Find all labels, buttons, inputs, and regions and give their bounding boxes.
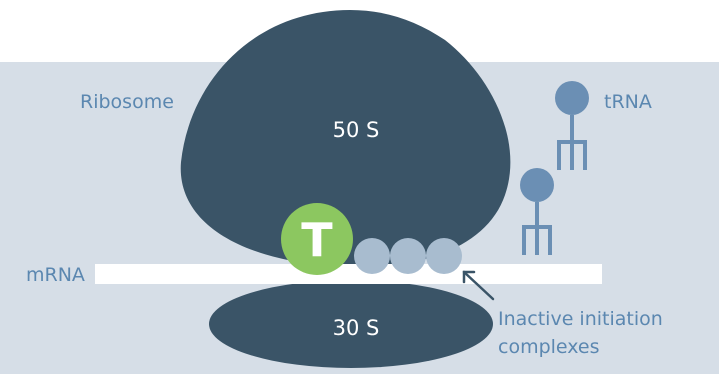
mrna-label: mRNA: [26, 264, 85, 286]
small-subunit: [209, 280, 493, 368]
inactive-complexes-label-line1: Inactive initiation: [498, 308, 663, 330]
arrow-pointer-icon: [462, 270, 495, 301]
trna-label: tRNA: [604, 91, 652, 113]
ribosome-label: Ribosome: [80, 91, 174, 113]
large-subunit: [180, 10, 511, 268]
t-marker: [281, 203, 353, 275]
complex-circle: [354, 238, 390, 274]
complex-circle: [390, 238, 426, 274]
inactive-complexes-label-line2: complexes: [498, 336, 600, 358]
small-subunit-label: 30 S: [333, 316, 380, 340]
complex-circle: [426, 238, 462, 274]
large-subunit-label: 50 S: [333, 118, 380, 142]
t-marker-letter: T: [301, 213, 333, 267]
trna-icon: [555, 81, 589, 170]
mrna-strand: [95, 264, 602, 284]
trna-icon: [520, 168, 554, 255]
